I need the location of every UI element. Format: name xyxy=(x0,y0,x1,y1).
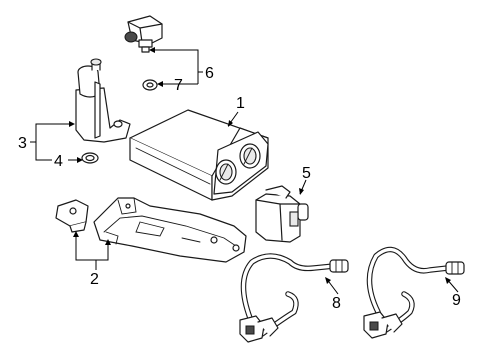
callout-3: 3 xyxy=(18,135,27,152)
arrowheads xyxy=(69,47,451,284)
part-1-canister xyxy=(129,109,269,201)
part-2-bracket xyxy=(55,197,247,263)
leader-2 xyxy=(75,232,96,261)
part-9-hose xyxy=(363,246,465,339)
callout-8: 8 xyxy=(332,295,341,312)
part-4-oring xyxy=(81,152,99,164)
leader-6 xyxy=(150,49,203,73)
callout-labels: 1 2 3 4 5 6 7 8 9 xyxy=(18,65,461,312)
part-5-solenoid xyxy=(255,185,309,243)
callout-9: 9 xyxy=(452,292,461,309)
part-6-sensor xyxy=(124,15,163,53)
callout-4: 4 xyxy=(54,153,63,170)
callout-1: 1 xyxy=(236,95,245,112)
part-7-seal xyxy=(142,79,158,91)
part-3-valve xyxy=(75,58,131,143)
part-8-hose xyxy=(239,253,349,343)
callout-6: 6 xyxy=(205,65,214,82)
callout-5: 5 xyxy=(302,165,311,182)
callout-7: 7 xyxy=(174,77,183,94)
callout-2: 2 xyxy=(90,271,99,288)
